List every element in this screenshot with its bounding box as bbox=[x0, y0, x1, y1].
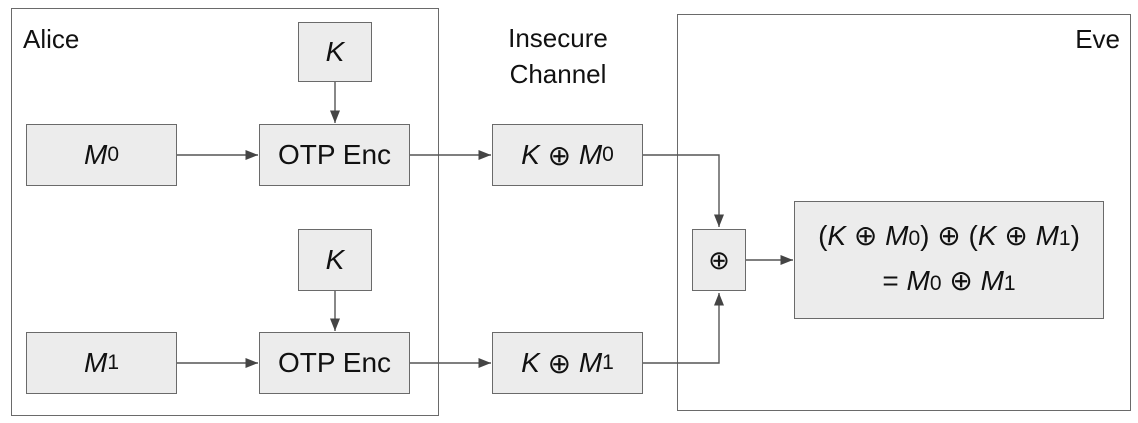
key-symbol: K bbox=[521, 139, 540, 170]
insecure-channel-label: Insecure Channel bbox=[470, 20, 646, 92]
key-symbol: K bbox=[325, 244, 345, 275]
key-symbol: K bbox=[521, 347, 540, 378]
key-symbol: K bbox=[325, 36, 345, 67]
arrow-c1-to-xor bbox=[643, 293, 725, 364]
arrow-c0-to-xor bbox=[643, 154, 725, 227]
subscript-0: 0 bbox=[929, 272, 942, 295]
message-symbol: M bbox=[578, 139, 603, 170]
key-box-top: K bbox=[298, 22, 372, 82]
otp-enc-label: OTP Enc bbox=[277, 139, 392, 170]
xor-symbol: ⊕ bbox=[937, 220, 961, 251]
otp-enc-box-top: OTP Enc bbox=[259, 124, 410, 186]
equals-symbol: = bbox=[882, 265, 899, 296]
xor-symbol: ⊕ bbox=[949, 265, 973, 296]
channel-label-line2: Channel bbox=[509, 59, 607, 89]
message-symbol: M bbox=[980, 265, 1004, 296]
eve-region bbox=[677, 14, 1131, 411]
subscript-0: 0 bbox=[908, 227, 921, 250]
alice-region bbox=[11, 8, 439, 416]
otp-enc-label: OTP Enc bbox=[277, 347, 392, 378]
subscript-0: 0 bbox=[602, 143, 614, 166]
eve-label: Eve bbox=[1075, 24, 1120, 54]
subscript-1: 1 bbox=[602, 351, 614, 374]
message-symbol: M bbox=[83, 139, 108, 170]
xor-symbol: ⊕ bbox=[1004, 220, 1028, 251]
channel-label-line1: Insecure bbox=[508, 23, 608, 53]
message-symbol: M bbox=[578, 347, 603, 378]
xor-symbol: ⊕ bbox=[547, 139, 572, 171]
subscript-1: 1 bbox=[1003, 272, 1016, 295]
message-symbol: M bbox=[906, 265, 930, 296]
subscript-0: 0 bbox=[107, 143, 119, 166]
result-line-2: = M0 ⊕ M1 bbox=[882, 260, 1015, 305]
xor-symbol: ⊕ bbox=[853, 220, 878, 251]
message-symbol: M bbox=[1035, 220, 1059, 251]
xor-result-box: (K ⊕ M0) ⊕ (K ⊕ M1) = M0 ⊕ M1 bbox=[794, 201, 1104, 319]
key-symbol: K bbox=[977, 220, 997, 251]
message-symbol: M bbox=[83, 347, 108, 378]
otp-enc-box-bottom: OTP Enc bbox=[259, 332, 410, 394]
key-symbol: K bbox=[827, 220, 847, 251]
xor-symbol: ⊕ bbox=[547, 347, 572, 379]
key-box-bottom: K bbox=[298, 229, 372, 291]
xor-operator-box: ⊕ bbox=[692, 229, 746, 291]
result-line-1: (K ⊕ M0) ⊕ (K ⊕ M1) bbox=[818, 220, 1080, 251]
subscript-1: 1 bbox=[1058, 227, 1071, 250]
subscript-1: 1 bbox=[107, 351, 119, 374]
message-symbol: M bbox=[885, 220, 909, 251]
xor-symbol: ⊕ bbox=[708, 244, 730, 275]
alice-label: Alice bbox=[23, 24, 80, 54]
